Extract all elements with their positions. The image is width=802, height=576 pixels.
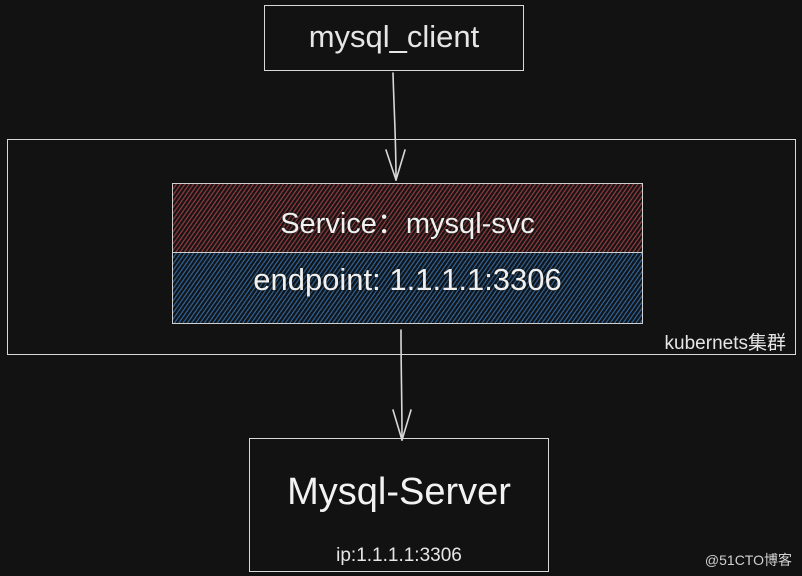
- mysql-server-box: [249, 438, 549, 572]
- mysql-server-ip: ip:1.1.1.1:3306: [336, 545, 462, 566]
- client-to-service-arrow: [385, 72, 406, 181]
- endpoint-label: endpoint: 1.1.1.1:3306: [253, 262, 562, 297]
- mysql-client-label: mysql_client: [308, 19, 480, 54]
- service-label: Service：mysql-svc: [280, 208, 535, 240]
- mysql-client-box: [264, 5, 524, 71]
- watermark: @51CTO博客: [704, 552, 792, 568]
- endpoint-box: [172, 252, 643, 324]
- kubernetes-cluster-label: kubernets集群: [664, 333, 786, 354]
- mysql-server-label: Mysql-Server: [287, 471, 511, 513]
- endpoint-to-server-arrow: [392, 329, 412, 441]
